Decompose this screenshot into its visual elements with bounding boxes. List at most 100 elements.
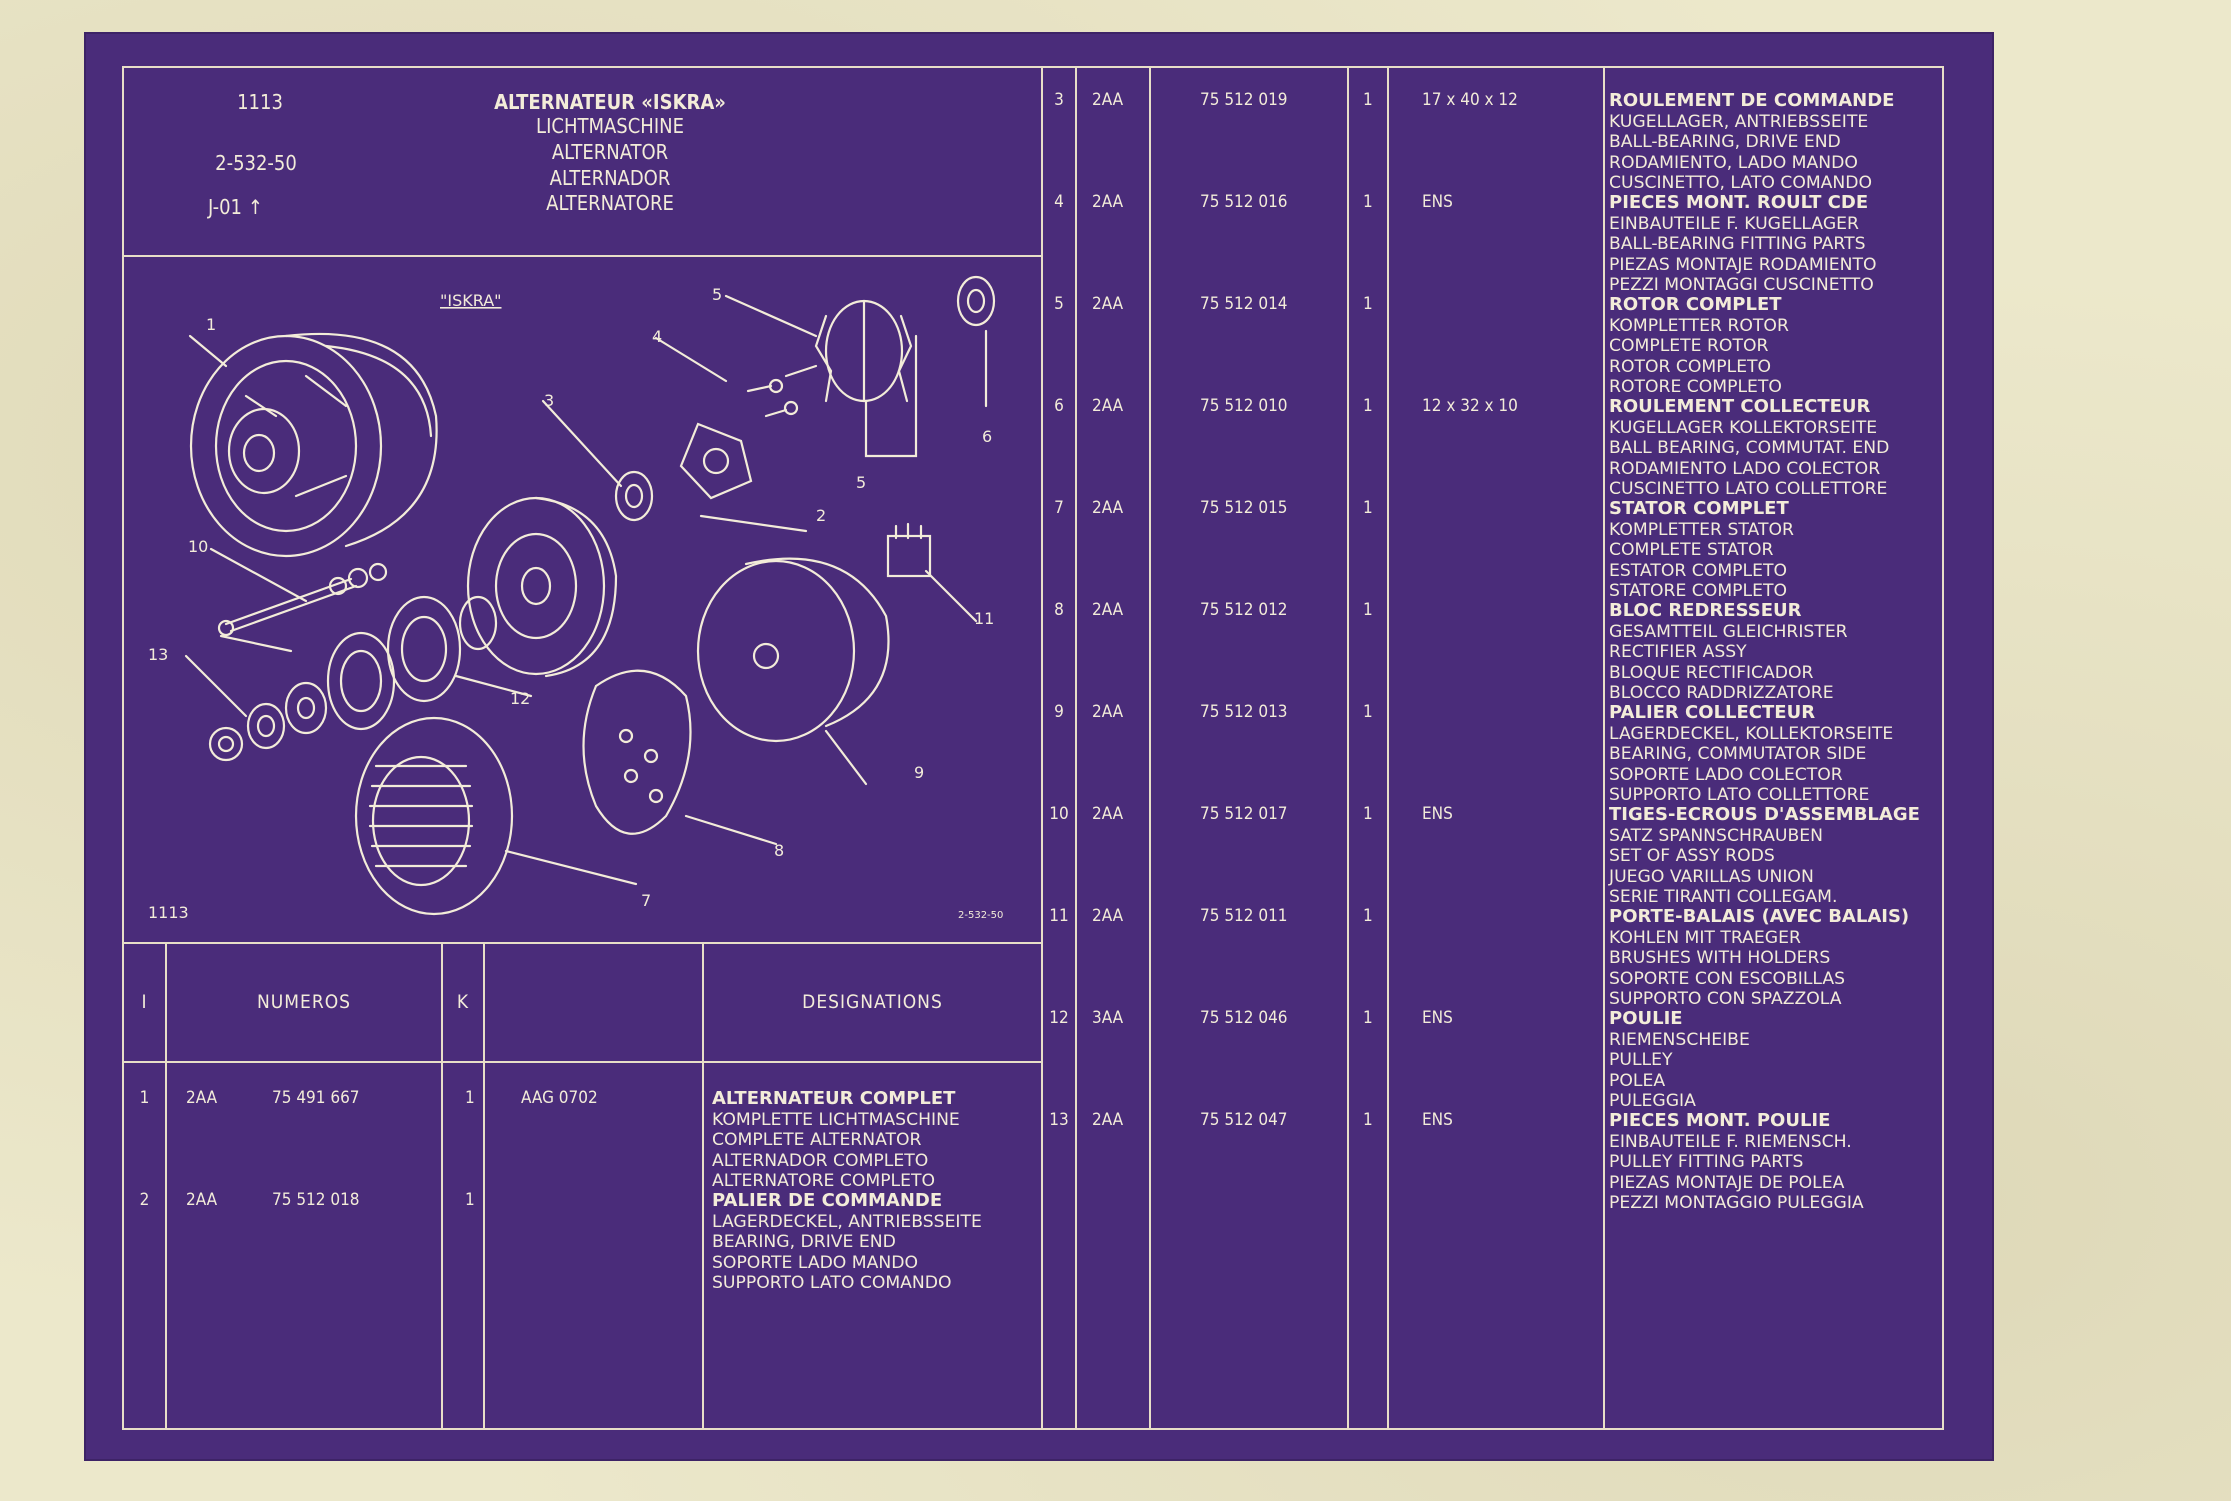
row-prefix: 2AA [1092,192,1124,212]
row-qty: 1 [1363,90,1373,110]
row-qty: 1 [1363,294,1373,314]
designation-de: KUGELLAGER, ANTRIEBSSEITE [1609,111,1869,132]
designation-it: SUPPORTO LATO COMANDO [712,1273,952,1294]
row-spec: ENS [1422,192,1453,212]
callout-4: 4 [652,327,662,346]
designation-fr: ALTERNATEUR COMPLET [712,1088,956,1109]
diagram-code: 2-532-50 [958,910,1003,921]
designation-de: LAGERDECKEL, KOLLEKTORSEITE [1609,723,1894,744]
row-index: 1 [139,1088,150,1108]
designation-it: SUPPORTO CON SPAZZOLA [1609,989,1842,1010]
designation-fr: BLOC REDRESSEUR [1609,600,1802,621]
row-designation: ALTERNATEUR COMPLET KOMPLETTE LICHTMASCH… [712,1088,960,1192]
designation-it: CUSCINETTO LATO COLLETTORE [1609,479,1888,500]
row-index: 6 [1054,396,1064,416]
row-qty: 1 [465,1190,475,1210]
row-index: 8 [1054,600,1064,620]
alternator-assembly-shape [189,332,438,558]
row-part-number: 75 512 019 [1200,90,1288,110]
row-index: 11 [1049,906,1069,926]
row-part-number: 75 512 047 [1200,1110,1288,1130]
row-qty: 1 [1363,804,1373,824]
callout-9: 9 [914,763,924,782]
designation-es: ALTERNADOR COMPLETO [712,1150,929,1171]
designation-it: PULEGGIA [1609,1091,1696,1112]
designation-en: COMPLETE ALTERNATOR [712,1130,922,1151]
row-spec: ENS [1422,1008,1453,1028]
row-qty: 1 [1363,702,1373,722]
designation-de: RIEMENSCHEIBE [1609,1029,1750,1050]
designation-en: PULLEY FITTING PARTS [1609,1152,1804,1173]
designation-es: JUEGO VARILLAS UNION [1609,866,1814,887]
version-code: J-01 ↑ [208,195,263,220]
designation-en: BEARING, DRIVE END [712,1232,896,1253]
designation-es: ESTATOR COMPLETO [1609,560,1787,581]
designation-fr: PALIER COLLECTEUR [1609,702,1816,723]
row-prefix: 2AA [1092,294,1124,314]
callout-13: 13 [148,645,168,664]
row-part-number: 75 512 014 [1200,294,1288,314]
designation-es: POLEA [1609,1070,1666,1091]
designation-fr: PIECES MONT. POULIE [1609,1110,1831,1131]
row-part-number: 75 512 017 [1200,804,1288,824]
row-prefix: 2AA [1092,396,1124,416]
callout-6: 6 [982,427,992,446]
row-qty: 1 [1363,906,1373,926]
designation-de: KOMPLETTER STATOR [1609,519,1794,540]
designation-en: BALL-BEARING FITTING PARTS [1609,234,1866,255]
row-part-number: 75 512 013 [1200,702,1288,722]
row-index: 9 [1054,702,1064,722]
row-designation: PORTE-BALAIS (AVEC BALAIS)KOHLEN MIT TRA… [1609,906,1909,1010]
row-qty: 1 [1363,498,1373,518]
arrow-up-icon: ↑ [247,195,263,219]
designation-de: EINBAUTEILE F. KUGELLAGER [1609,213,1859,234]
row-prefix: 2AA [186,1088,218,1108]
row-qty: 1 [1363,192,1373,212]
designation-de: KUGELLAGER KOLLEKTORSEITE [1609,417,1878,438]
title-fr: ALTERNATEUR «ISKRA» [494,90,726,114]
row-part-number: 75 512 011 [1200,906,1288,926]
row-prefix: 2AA [1092,600,1124,620]
designation-de: KOHLEN MIT TRAEGER [1609,927,1801,948]
designation-es: RODAMIENTO, LADO MANDO [1609,152,1858,173]
callout-3: 3 [544,391,554,410]
designation-it: SERIE TIRANTI COLLEGAM. [1609,887,1838,908]
designation-de: KOMPLETTER ROTOR [1609,315,1789,336]
row-prefix: 2AA [1092,906,1124,926]
designation-es: PIEZAS MONTAJE RODAMIENTO [1609,254,1877,275]
designation-it: PEZZI MONTAGGIO PULEGGIA [1609,1193,1864,1214]
designation-es: BLOQUE RECTIFICADOR [1609,662,1814,683]
row-prefix: 2AA [1092,90,1124,110]
row-index: 4 [1054,192,1064,212]
row-index: 5 [1054,294,1064,314]
row-prefix: 2AA [1092,702,1124,722]
designation-fr: ROTOR COMPLET [1609,294,1782,315]
row-index: 2 [139,1190,150,1210]
designation-es: PIEZAS MONTAJE DE POLEA [1609,1172,1845,1193]
designation-es: SOPORTE LADO MANDO [712,1252,919,1273]
designation-fr: TIGES-ECROUS D'ASSEMBLAGE [1609,804,1920,825]
designation-en: RECTIFIER ASSY [1609,642,1747,663]
callout-5b: 5 [856,473,866,492]
row-part-number: 75 512 012 [1200,600,1288,620]
row-part-number: 75 512 010 [1200,396,1288,416]
designation-it: PEZZI MONTAGGI CUSCINETTO [1609,275,1874,296]
row-index: 13 [1049,1110,1069,1130]
title-en: ALTERNATOR [551,140,669,164]
col-designations-header: DESIGNATIONS [802,991,943,1013]
row-part-number: 75 512 046 [1200,1008,1288,1028]
designation-de: EINBAUTEILE F. RIEMENSCH. [1609,1131,1852,1152]
designation-it: ALTERNATORE COMPLETO [712,1171,936,1192]
col-numeros-header: NUMEROS [256,991,352,1013]
row-prefix: 2AA [1092,804,1124,824]
designation-fr: POULIE [1609,1008,1683,1029]
designation-en: COMPLETE ROTOR [1609,336,1769,357]
designation-it: SUPPORTO LATO COLLETTORE [1609,785,1870,806]
